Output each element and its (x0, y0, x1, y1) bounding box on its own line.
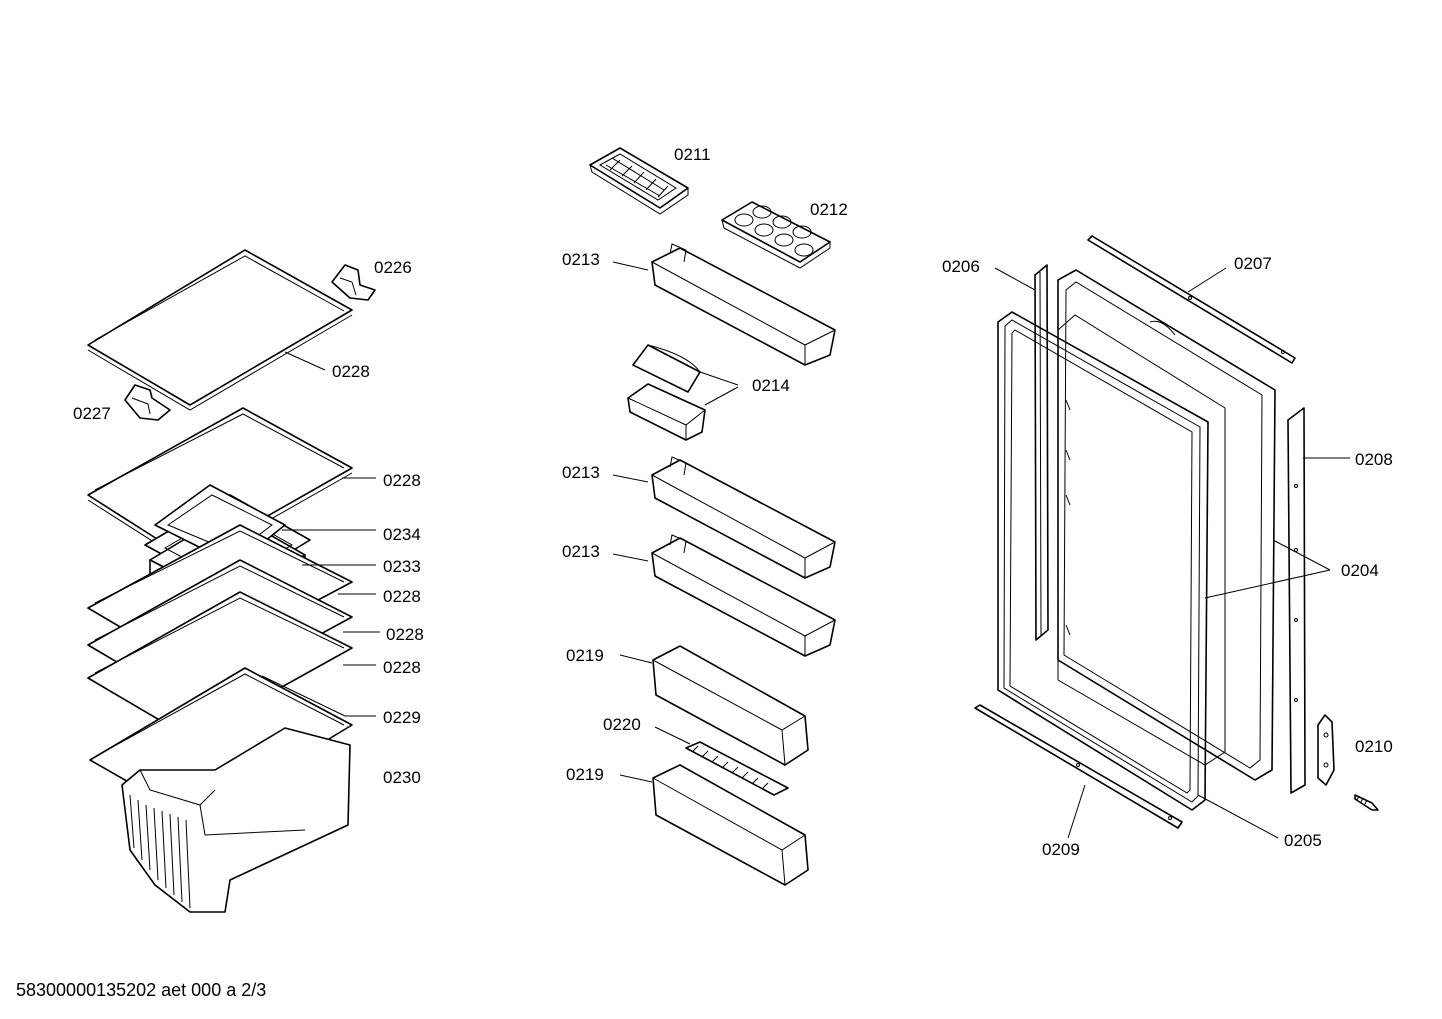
part-label-0230: 0230 (383, 768, 421, 787)
door-clips (1065, 399, 1071, 636)
part-label-0210: 0210 (1355, 737, 1393, 756)
part-label-0219: 0219 (566, 646, 604, 665)
door-side-strip-right (1287, 407, 1306, 794)
door-bottom-trim (974, 704, 1183, 829)
document-id: 58300000135202 aet 000 a 2/3 (16, 980, 267, 1000)
crisper-drawer (121, 727, 351, 913)
door-side-strip-left (1034, 264, 1049, 641)
part-label-0204: 0204 (1341, 561, 1379, 580)
part-label-0219: 0219 (566, 765, 604, 784)
part-label-0227: 0227 (73, 404, 111, 423)
egg-tray (721, 201, 831, 269)
ice-tray-grid (605, 157, 669, 198)
bottle-retainer (685, 741, 789, 796)
part-label-0213: 0213 (562, 463, 600, 482)
door-hinge (1317, 714, 1335, 786)
part-label-0209: 0209 (1042, 840, 1080, 859)
door-shelf-top (651, 243, 836, 366)
part-label-0220: 0220 (603, 715, 641, 734)
door-shelf-lower (651, 534, 836, 657)
crisper-ribs (129, 794, 191, 909)
part-label-0211: 0211 (674, 145, 711, 164)
ice-cube-tray (589, 147, 689, 215)
part-label-0234: 0234 (383, 525, 421, 544)
shelf-bracket-0226 (331, 264, 376, 301)
door-assembly (974, 235, 1379, 829)
glass-shelf-top (87, 249, 353, 411)
door-top-trim (1087, 235, 1296, 364)
part-label-0226: 0226 (374, 258, 412, 277)
glass-shelf-5 (87, 591, 353, 739)
part-label-0212: 0212 (810, 200, 848, 219)
butter-dish (627, 344, 706, 441)
part-label-0229: 0229 (383, 708, 421, 727)
door-shelf-middle (651, 456, 836, 579)
part-label-0214: 0214 (752, 376, 790, 395)
door-trays (589, 147, 836, 886)
door-outer-panel (1057, 269, 1276, 781)
door-gasket (997, 311, 1209, 811)
shelf-assembly (87, 249, 376, 913)
part-label-0228: 0228 (386, 625, 424, 644)
part-label-0213: 0213 (562, 542, 600, 561)
part-label-0233: 0233 (383, 557, 421, 576)
retainer-teeth (691, 745, 769, 790)
part-label-0228: 0228 (332, 362, 370, 381)
screw-icon (1354, 794, 1379, 811)
bottle-shelf-lower (652, 764, 809, 886)
part-label-0207: 0207 (1234, 254, 1272, 273)
shelf-bracket-0227 (124, 384, 171, 421)
leader-lines (261, 261, 1350, 839)
part-labels: 0226 0228 0227 0228 0234 0233 0228 0228 … (73, 145, 1393, 859)
part-label-0205: 0205 (1284, 831, 1322, 850)
exploded-parts-diagram: 0226 0228 0227 0228 0234 0233 0228 0228 … (73, 145, 1393, 913)
part-label-0208: 0208 (1355, 450, 1393, 469)
part-label-0228: 0228 (383, 471, 421, 490)
part-label-0213: 0213 (562, 250, 600, 269)
bottle-shelf-upper (652, 645, 809, 766)
part-label-0228: 0228 (383, 587, 421, 606)
part-label-0228: 0228 (383, 658, 421, 677)
part-label-0206: 0206 (942, 257, 980, 276)
